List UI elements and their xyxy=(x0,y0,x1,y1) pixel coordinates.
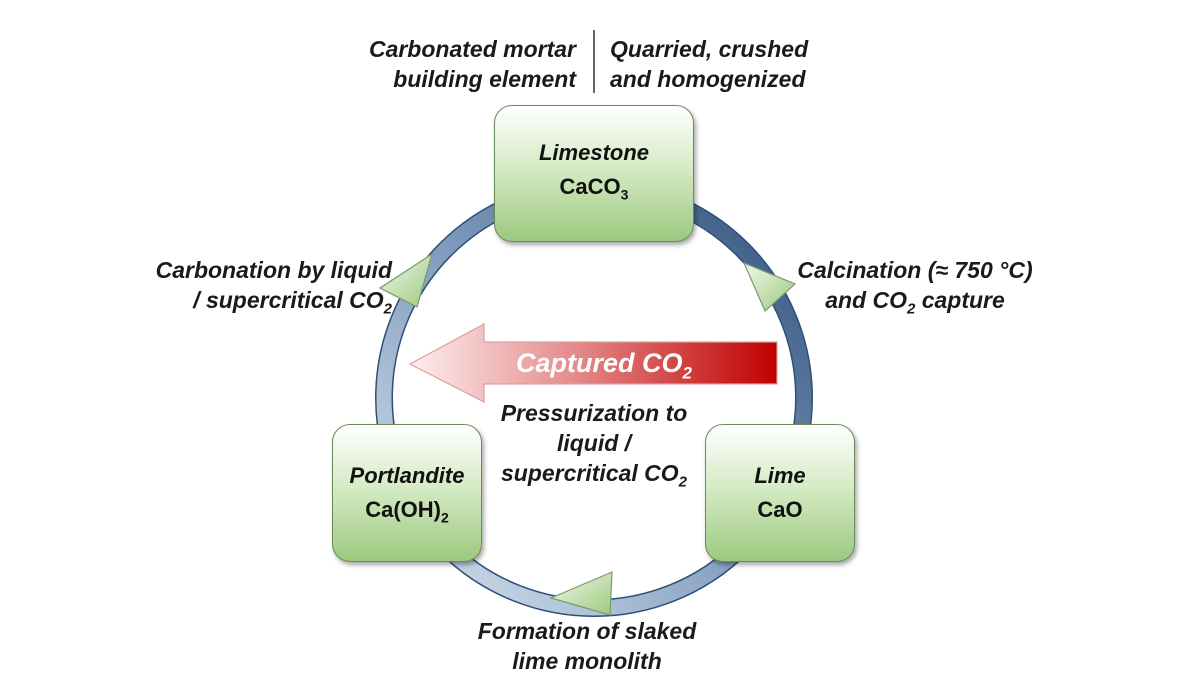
carbonation-arrowhead xyxy=(378,252,434,308)
top-left-label: Carbonated mortar building element xyxy=(330,34,576,94)
pressurization-line-2: liquid / xyxy=(556,430,632,456)
carbonation-label: Carbonation by liquid / supercritical CO… xyxy=(110,255,392,325)
slaking-line-1: Formation of slaked xyxy=(477,618,697,644)
captured-co2-label: Captured CO2 xyxy=(516,348,692,383)
pressurization-label: Pressurization to liquid / supercritical… xyxy=(478,398,710,498)
slaking-label: Formation of slaked lime monolith xyxy=(455,616,719,676)
lime-name: Lime xyxy=(754,463,806,488)
limestone-formula: CaCO3 xyxy=(559,174,629,203)
limestone-name: Limestone xyxy=(538,140,650,165)
captured-co2-arrow xyxy=(408,322,778,403)
top-right-line-2: and homogenized xyxy=(610,66,806,92)
portlandite-node: Portlandite Ca(OH)2 xyxy=(332,424,482,562)
top-right-label: Quarried, crushed and homogenized xyxy=(610,34,850,94)
calcination-line-2: and CO2 capture xyxy=(825,287,1005,318)
calcination-label: Calcination (≈ 750 °C) and CO2 capture xyxy=(782,255,1048,325)
slaking-line-2: lime monolith xyxy=(512,648,662,674)
calcination-line-1: Calcination (≈ 750 °C) xyxy=(797,257,1033,283)
carbonation-line-1: Carbonation by liquid xyxy=(155,257,392,283)
calcination-arrowhead xyxy=(742,261,797,313)
top-right-line-1: Quarried, crushed xyxy=(610,36,809,62)
portlandite-formula: Ca(OH)2 xyxy=(365,497,449,526)
lime-node: Lime CaO xyxy=(705,424,855,562)
pressurization-line-3: supercritical CO2 xyxy=(500,460,688,491)
pressurization-line-1: Pressurization to xyxy=(500,400,688,426)
top-left-line-1: Carbonated mortar xyxy=(368,36,576,62)
top-left-line-2: building element xyxy=(393,66,576,92)
carbonation-line-2: / supercritical CO2 xyxy=(193,287,392,318)
slaking-arrowhead xyxy=(549,571,613,616)
lime-formula: CaO xyxy=(757,497,803,522)
portlandite-name: Portlandite xyxy=(349,463,465,488)
limestone-node: Limestone CaCO3 xyxy=(494,105,694,242)
